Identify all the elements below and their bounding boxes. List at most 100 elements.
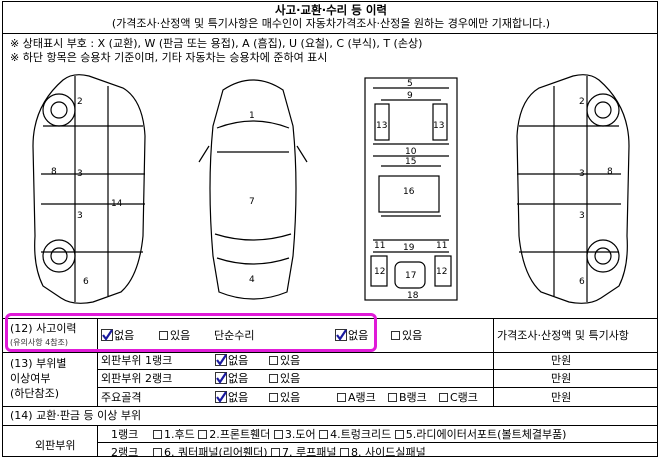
part-label: 3 xyxy=(579,211,585,221)
checkbox-icon[interactable] xyxy=(394,430,404,439)
part-item: 2.프론트휀더 xyxy=(209,428,271,441)
checkbox-icon[interactable] xyxy=(273,430,283,439)
checked-checkbox-icon[interactable] xyxy=(101,329,113,341)
rank-label: A랭크 xyxy=(348,391,376,404)
rank2-label: 2랭크 xyxy=(111,446,139,457)
divider xyxy=(3,33,657,34)
checkbox-icon[interactable] xyxy=(388,393,397,402)
row-name: 주요골격 xyxy=(101,391,142,404)
checkbox-icon[interactable] xyxy=(340,448,350,456)
part-label: 8 xyxy=(51,167,57,177)
no-label: 없음 xyxy=(228,391,249,404)
price-unit: 만원 xyxy=(551,391,572,404)
accident-no-option[interactable]: 없음 xyxy=(101,329,134,343)
part-label: 18 xyxy=(407,291,419,301)
checked-checkbox-icon[interactable] xyxy=(215,354,227,366)
checkbox-icon[interactable] xyxy=(337,393,346,402)
row-yes-option[interactable]: 있음 xyxy=(269,354,300,368)
divider xyxy=(97,318,98,406)
rank1-label: 1랭크 xyxy=(111,428,139,441)
part-label: 10 xyxy=(405,147,417,157)
row-no-option[interactable]: 없음 xyxy=(215,391,248,405)
abnormal-label-2: 이상여부 xyxy=(10,372,51,385)
part-label: 14 xyxy=(111,199,123,209)
form-subtitle: (가격조사·산정액 및 특기사항은 매수인이 자동차가격조사·산정을 원하는 경… xyxy=(111,17,551,30)
checkbox-icon[interactable] xyxy=(269,356,278,365)
rank-c-option[interactable]: C랭크 xyxy=(439,391,478,405)
checkbox-icon[interactable] xyxy=(319,430,329,439)
part-label: 8 xyxy=(607,167,613,177)
frame-outline xyxy=(364,77,458,301)
part-item: 7. 루프패널 xyxy=(282,446,337,457)
part-label: 12 xyxy=(374,267,385,277)
yes-label: 있음 xyxy=(280,391,301,404)
rank1-items: 1.후드 2.프론트휀더 3.도어 4.트렁크리드 5.라디에이터서포트(볼트체… xyxy=(153,428,566,442)
checkbox-icon[interactable] xyxy=(159,331,168,340)
part-label: 19 xyxy=(403,243,415,253)
simple-repair-label: 단순수리 xyxy=(214,329,255,342)
divider xyxy=(3,352,657,353)
basis-note: ※ 하단 항목은 승용차 기준이며, 기타 자동차는 승용차에 준하여 표시 xyxy=(10,51,328,64)
divider xyxy=(3,425,657,426)
part-label: 16 xyxy=(403,187,415,197)
abnormal-label-3: (하단참조) xyxy=(10,387,60,400)
checked-checkbox-icon[interactable] xyxy=(215,372,227,384)
row-yes-option[interactable]: 있음 xyxy=(269,391,300,405)
part-label: 6 xyxy=(83,277,89,287)
part-label: 4 xyxy=(249,275,255,285)
checkbox-icon[interactable] xyxy=(271,448,281,456)
checked-checkbox-icon[interactable] xyxy=(215,391,227,403)
rank2-items: 6. 쿼터패널(리어휀더) 7. 루프패널 8. 사이드실패널 xyxy=(153,446,426,457)
checkbox-icon[interactable] xyxy=(391,331,400,340)
accident-no-label: 없음 xyxy=(114,329,135,342)
left-side-body xyxy=(32,74,146,304)
row-no-option[interactable]: 없음 xyxy=(215,354,248,368)
row-yes-option[interactable]: 있음 xyxy=(269,372,300,386)
divider xyxy=(97,425,98,456)
part-label: 11 xyxy=(436,241,447,251)
part-label: 2 xyxy=(579,97,585,107)
divider xyxy=(97,387,657,388)
checkbox-icon[interactable] xyxy=(153,430,162,439)
no-label: 없음 xyxy=(228,354,249,367)
part-label: 12 xyxy=(436,267,447,277)
yes-label: 있음 xyxy=(280,354,301,367)
yes-label: 있음 xyxy=(280,372,301,385)
legend-note: ※ 상태표시 부호 : X (교환), W (판금 또는 용접), A (흠집)… xyxy=(10,37,423,50)
part-label: 3 xyxy=(77,169,83,179)
price-unit: 만원 xyxy=(551,354,572,367)
accident-label: (12) 사고이력 xyxy=(10,322,77,335)
checkbox-icon[interactable] xyxy=(439,393,448,402)
accident-history-highlight xyxy=(5,313,377,352)
price-header: 가격조사·산정액 및 특기사항 xyxy=(497,329,629,342)
checkbox-icon[interactable] xyxy=(269,374,278,383)
part-item: 6. 쿼터패널(리어휀더) xyxy=(164,446,268,457)
right-side-body xyxy=(516,74,630,304)
part-label: 3 xyxy=(77,211,83,221)
row-no-option[interactable]: 없음 xyxy=(215,372,248,386)
rank-a-option[interactable]: A랭크 xyxy=(337,391,376,405)
accident-yes-option[interactable]: 있음 xyxy=(159,329,190,343)
row-name: 외판부위 1랭크 xyxy=(101,354,173,367)
accident-yes-label: 있음 xyxy=(170,329,191,342)
part-label: 1 xyxy=(249,111,255,121)
outer-parts-label: 외판부위 xyxy=(35,439,76,452)
checkbox-icon[interactable] xyxy=(153,448,162,456)
car-diagram: 2 8 3 14 3 6 1 7 4 5 9 13 13 10 15 16 19… xyxy=(32,74,630,304)
divider xyxy=(97,442,657,443)
part-label: 11 xyxy=(374,241,385,251)
simple-repair-yes-option[interactable]: 있음 xyxy=(391,329,422,343)
abnormal-label-1: (13) 부위별 xyxy=(10,357,67,370)
front-top-body xyxy=(209,79,297,300)
accident-sublabel: (유의사항 4참조) xyxy=(10,338,69,347)
simple-repair-no-option[interactable]: 없음 xyxy=(335,329,368,343)
checked-checkbox-icon[interactable] xyxy=(335,329,347,341)
rank-b-option[interactable]: B랭크 xyxy=(388,391,427,405)
part-label: 2 xyxy=(77,97,83,107)
checkbox-icon[interactable] xyxy=(198,430,208,439)
checkbox-icon[interactable] xyxy=(269,393,278,402)
form-title: 사고·교환·수리 등 이력 xyxy=(275,3,387,17)
parts-label: (14) 교환·판금 등 이상 부위 xyxy=(10,409,142,422)
simple-repair-no-label: 없음 xyxy=(348,329,369,342)
